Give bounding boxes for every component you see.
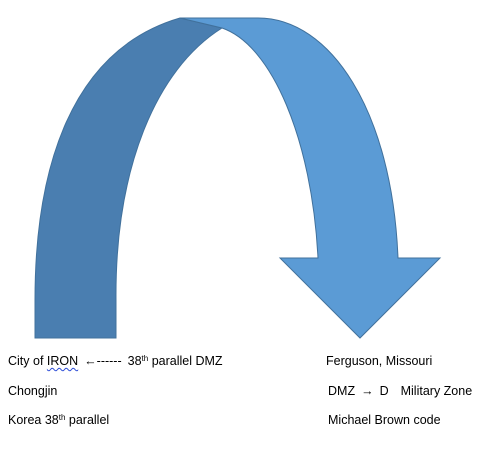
left-line-1-number: 38 bbox=[127, 354, 142, 368]
right-line-3: Michael Brown code bbox=[328, 413, 441, 427]
left-line-1-rest: parallel DMZ bbox=[148, 354, 223, 368]
right-line-1: Ferguson, Missouri bbox=[326, 354, 433, 368]
right-line-2-letter: D bbox=[379, 384, 389, 398]
arrow-front-band bbox=[179, 17, 442, 339]
left-line-1-prefix: City of bbox=[8, 354, 47, 368]
left-arrow-glyph: ←------ bbox=[84, 354, 122, 368]
right-line-2-rest: Military Zone bbox=[400, 384, 473, 398]
left-line-2: Chongjin bbox=[8, 384, 58, 398]
right-line-2: DMZ → D Military Zone bbox=[328, 384, 472, 398]
left-line-3-superscript: th bbox=[58, 413, 66, 422]
left-line-1-superscript: th bbox=[141, 354, 149, 363]
left-line-3: Korea 38th parallel bbox=[8, 413, 109, 427]
left-line-3-rest: parallel bbox=[65, 413, 110, 427]
left-line-1: City of IRON ←------ 38th parallel DMZ bbox=[8, 354, 223, 368]
left-line-3-prefix: Korea 38 bbox=[8, 413, 59, 427]
iron-word: IRON bbox=[46, 354, 79, 368]
right-line-2-prefix: DMZ bbox=[328, 384, 356, 398]
arrow-back-band bbox=[34, 17, 224, 339]
right-arrow-glyph: → bbox=[361, 384, 374, 398]
